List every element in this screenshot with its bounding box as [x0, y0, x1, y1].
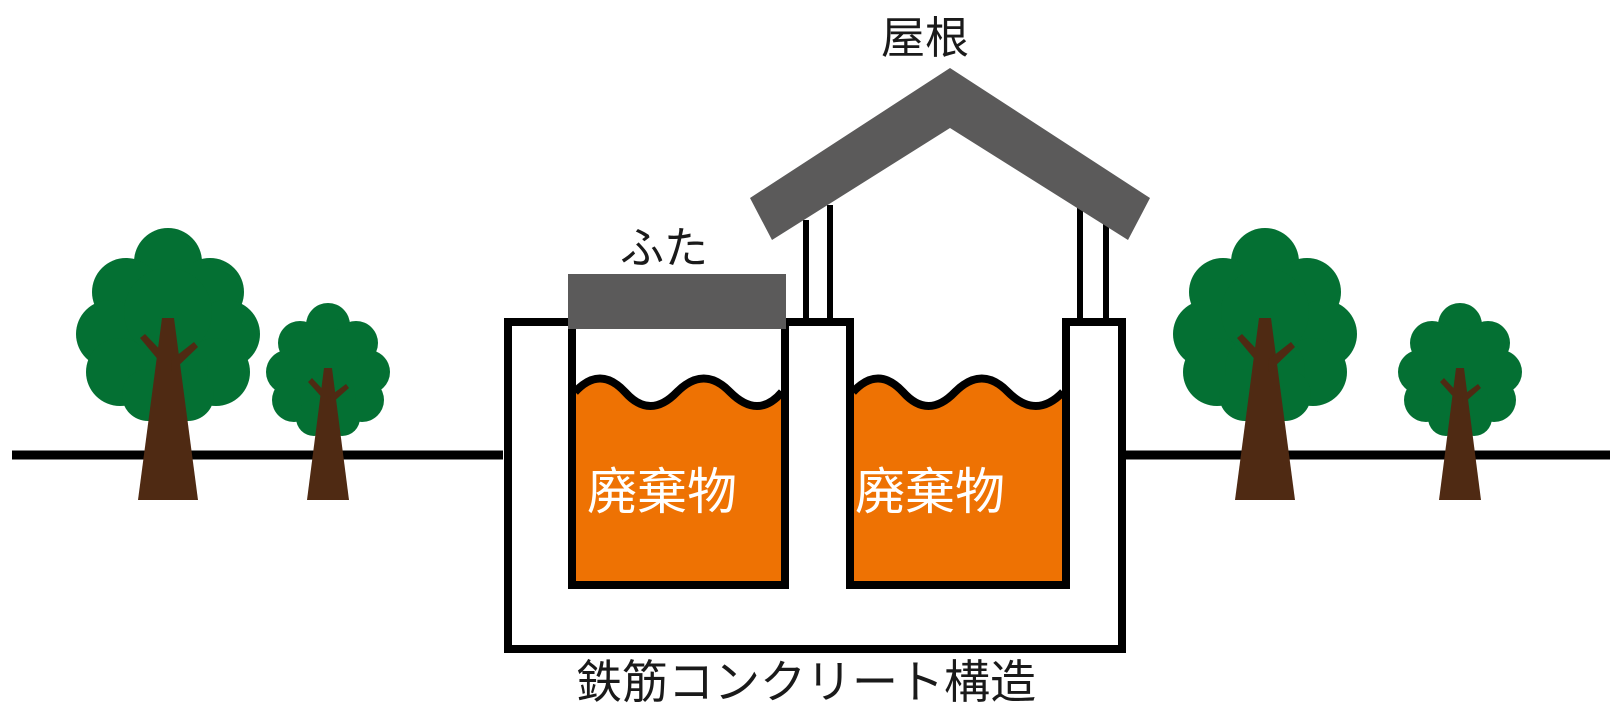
lid [568, 274, 786, 329]
waste-surface-right [850, 374, 1066, 410]
roof [750, 68, 1150, 240]
pit-walls [568, 322, 1070, 589]
waste-pit-left [575, 378, 782, 582]
tree-icon [266, 303, 390, 500]
lid-label: ふた [620, 223, 708, 274]
structure-label: 鉄筋コンクリート構造 [576, 655, 1036, 709]
waste-label-right: 廃棄物 [855, 463, 1005, 521]
roof-pillars [803, 205, 1109, 322]
tree-icon [1173, 228, 1357, 500]
waste-pit-right [853, 378, 1063, 582]
tree-icon [1398, 303, 1522, 500]
tree-icon [76, 228, 260, 500]
waste-label-left: 廃棄物 [587, 463, 737, 521]
roof-label: 屋根 [881, 13, 969, 64]
waste-surface-left [572, 374, 786, 410]
